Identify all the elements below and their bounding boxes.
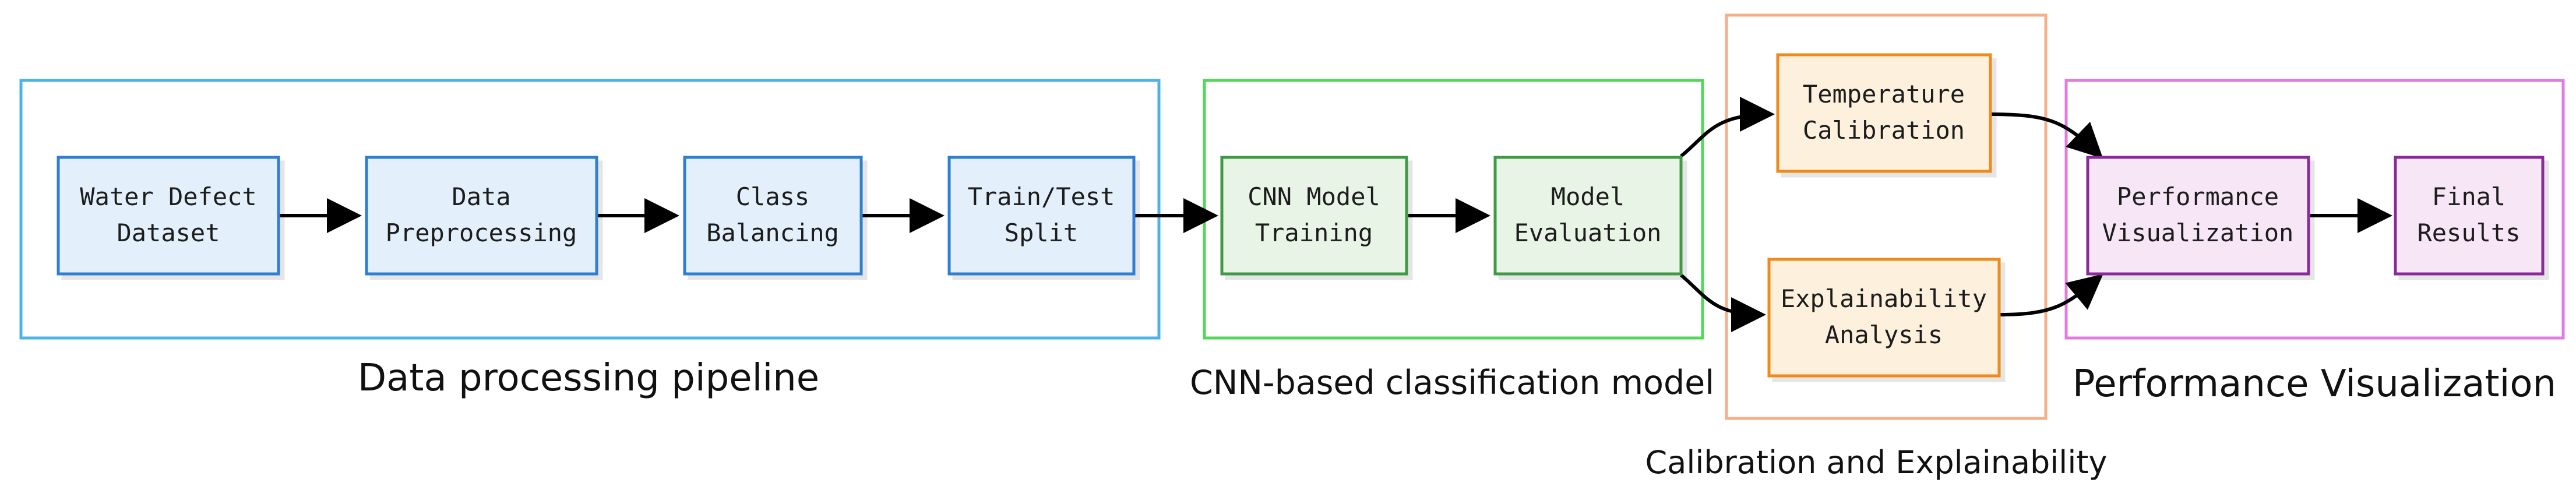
group-data-pipeline-label: Data processing pipeline bbox=[358, 357, 819, 400]
node-model-evaluation: Model Evaluation bbox=[1493, 156, 1683, 276]
node-data-preprocessing-line1: Data bbox=[452, 182, 510, 211]
edge-explainability-to-performance bbox=[1999, 274, 2103, 316]
node-explainability-analysis-line2: Analysis bbox=[1825, 321, 1943, 349]
edge-evaluation-to-calibration bbox=[1680, 97, 1775, 158]
group-calibration-frame bbox=[1725, 13, 2048, 420]
node-cnn-model-training-box bbox=[1220, 156, 1408, 276]
node-final-results-line2: Results bbox=[2417, 219, 2520, 247]
node-class-balancing-box bbox=[683, 156, 863, 276]
group-performance-label: Performance Visualization bbox=[2073, 362, 2556, 406]
node-data-preprocessing-line2: Preprocessing bbox=[386, 219, 577, 247]
node-temperature-calibration-box bbox=[1776, 53, 1992, 173]
group-cnn-model-label: CNN-based classification model bbox=[1190, 364, 1714, 402]
node-final-results-line1: Final bbox=[2432, 182, 2505, 211]
node-cnn-model-training-line2: Training bbox=[1255, 219, 1373, 247]
group-calibration-label: Calibration and Explainability bbox=[1645, 444, 2108, 481]
node-water-defect-dataset-box bbox=[57, 156, 280, 276]
node-performance-visualization: Performance Visualization bbox=[2086, 156, 2310, 276]
node-final-results: Final Results bbox=[2394, 156, 2545, 276]
node-explainability-analysis: Explainability Analysis bbox=[1767, 258, 2001, 378]
node-model-evaluation-box bbox=[1493, 156, 1683, 276]
node-cnn-model-training: CNN Model Training bbox=[1220, 156, 1408, 276]
node-explainability-analysis-box bbox=[1767, 258, 2001, 378]
node-train-test-split-line1: Train/Test bbox=[968, 182, 1115, 211]
group-performance-frame bbox=[2064, 79, 2565, 340]
group-data-pipeline-frame bbox=[19, 79, 1161, 340]
node-water-defect-dataset-line2: Dataset bbox=[117, 219, 220, 247]
node-temperature-calibration: Temperature Calibration bbox=[1776, 53, 1992, 173]
node-train-test-split-box bbox=[947, 156, 1136, 276]
node-class-balancing: Class Balancing bbox=[683, 156, 863, 276]
node-model-evaluation-line1: Model bbox=[1551, 182, 1624, 211]
node-class-balancing-line2: Balancing bbox=[706, 219, 839, 247]
node-final-results-box bbox=[2394, 156, 2545, 276]
node-performance-visualization-line1: Performance bbox=[2117, 182, 2279, 211]
edge-evaluation-to-explainability bbox=[1680, 273, 1766, 332]
edge-calibration-to-performance bbox=[1991, 112, 2103, 159]
node-data-preprocessing: Data Preprocessing bbox=[365, 156, 598, 276]
node-cnn-model-training-line1: CNN Model bbox=[1248, 182, 1380, 211]
node-class-balancing-line1: Class bbox=[736, 182, 809, 211]
node-train-test-split: Train/Test Split bbox=[947, 156, 1136, 276]
node-temperature-calibration-line2: Calibration bbox=[1803, 116, 1965, 145]
edges bbox=[280, 97, 2392, 332]
node-model-evaluation-line2: Evaluation bbox=[1514, 219, 1662, 247]
node-water-defect-dataset-line1: Water Defect bbox=[80, 182, 256, 211]
node-explainability-analysis-line1: Explainability bbox=[1781, 284, 1987, 313]
node-temperature-calibration-line1: Temperature bbox=[1803, 80, 1965, 108]
node-train-test-split-line2: Split bbox=[1005, 219, 1078, 247]
node-water-defect-dataset: Water Defect Dataset bbox=[57, 156, 280, 276]
node-performance-visualization-box bbox=[2086, 156, 2310, 276]
node-performance-visualization-line2: Visualization bbox=[2102, 219, 2294, 247]
node-data-preprocessing-box bbox=[365, 156, 598, 276]
